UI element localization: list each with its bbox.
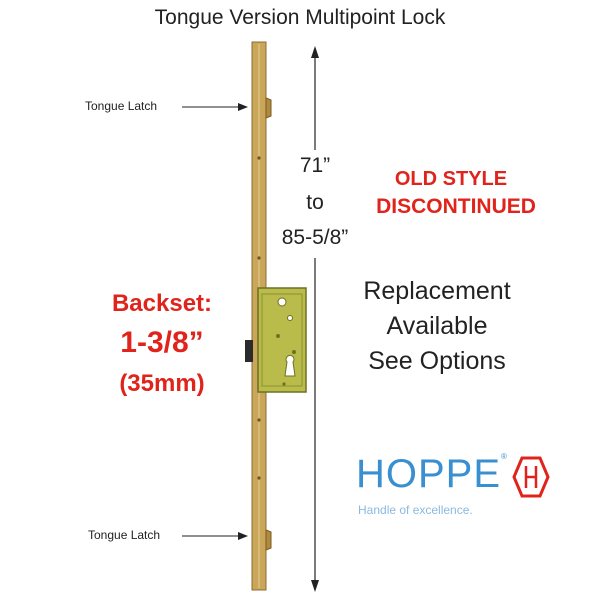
page-title: Tongue Version Multipoint Lock <box>154 6 446 29</box>
backset-inches: 1-3/8” <box>120 326 204 359</box>
status-old-style: OLD STYLE <box>394 168 508 190</box>
replacement-line-3: See Options <box>368 347 506 375</box>
gearbox <box>257 287 307 393</box>
bottom-tongue-latch <box>265 529 272 551</box>
height-to: to <box>306 191 324 214</box>
top-latch-label: Tongue Latch <box>85 99 158 113</box>
hoppe-logo-text: HOPPE® <box>356 452 508 496</box>
hoppe-logo-badge <box>512 456 550 498</box>
bottom-latch-label: Tongue Latch <box>88 528 161 542</box>
backset-label: Backset: <box>111 290 213 317</box>
backset-mm: (35mm) <box>119 370 205 397</box>
hoppe-tagline: Handle of excellence. <box>358 503 473 517</box>
replacement-line-1: Replacement <box>363 277 511 305</box>
deadbolt <box>245 340 253 362</box>
top-tongue-latch <box>265 97 272 119</box>
height-max: 85-5/8” <box>281 226 349 249</box>
status-discontinued: DISCONTINUED <box>376 195 536 218</box>
height-min: 71” <box>299 154 331 177</box>
height-dimension-arrow <box>311 46 319 592</box>
replacement-line-2: Available <box>386 312 488 340</box>
